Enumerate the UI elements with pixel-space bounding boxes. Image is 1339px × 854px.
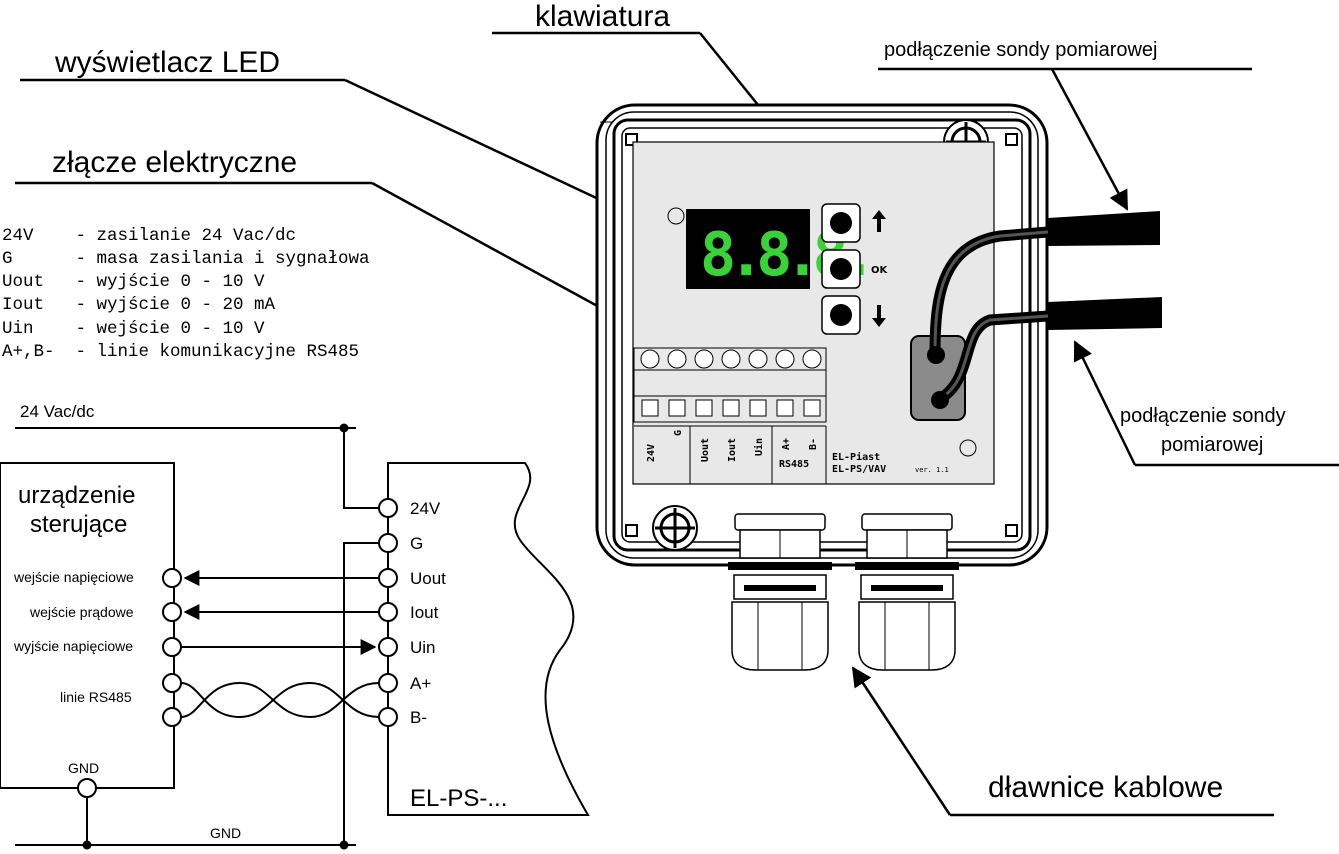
probe-right-label-2: pomiarowej	[1161, 434, 1263, 456]
terminal-block: 24V G Uout Iout Uin A+ B- RS485 EL-Piast…	[633, 347, 949, 484]
rs485-label: RS485	[779, 459, 809, 470]
controller-pin-label: wejście prądowe	[29, 604, 134, 620]
controller-pin-label: wejście napięciowe	[13, 569, 134, 585]
controller-title-1: urządzenie	[18, 482, 135, 509]
connector-label: złącze elektryczne	[52, 146, 297, 179]
legend: 24V - zasilanie 24 Vac/dc G - masa zasil…	[2, 226, 370, 362]
callout-display: wyświetlacz LED	[20, 46, 692, 244]
klawiatura-label: klawiatura	[535, 0, 670, 33]
key-down-button[interactable]	[821, 295, 886, 335]
model-label: EL-PS/VAV	[832, 464, 886, 475]
bottom-gnd-label: GND	[210, 825, 241, 841]
probe-right-label-1: podłączenie sondy	[1120, 405, 1286, 427]
device-pin-label: Uin	[410, 638, 436, 657]
device-name-label: EL-PS-...	[410, 785, 507, 812]
key-up-button[interactable]	[821, 203, 886, 243]
arrow-up-icon	[872, 210, 886, 232]
terminal-label: A+	[781, 438, 792, 450]
controller-pin-label: wyjście napięciowe	[13, 638, 133, 654]
device-pin-label: 24V	[410, 499, 441, 518]
legend-line: Iout - wyjście 0 - 20 mA	[2, 295, 276, 315]
display-label: wyświetlacz LED	[54, 46, 280, 79]
legend-line: A+,B- - linie komunikacyjne RS485	[2, 342, 359, 362]
key-ok-label: OK	[871, 265, 889, 276]
controller-box	[0, 462, 175, 789]
brand-label: EL-Piast	[832, 451, 880, 463]
key-ok-button[interactable]: OK	[821, 249, 889, 289]
terminal-label: 24V	[646, 444, 657, 462]
device-pin-label: Uout	[410, 569, 446, 588]
terminal-label: G	[673, 430, 684, 436]
device-pin-label: Iout	[410, 603, 439, 622]
callout-glands: dławnice kablowe	[851, 666, 1274, 817]
terminal-label: Uin	[753, 438, 765, 456]
callout-probe-right: podłączenie sondy pomiarowej	[1073, 340, 1339, 467]
device-enclosure: 8.8.8. OK	[595, 103, 1162, 671]
legend-line: 24V - zasilanie 24 Vac/dc	[2, 226, 296, 246]
device-pin-label: G	[410, 534, 423, 553]
terminal-label: Uout	[700, 438, 711, 462]
terminal-label: B-	[808, 438, 819, 450]
callout-probe-top: podłączenie sondy pomiarowej	[878, 39, 1252, 211]
controller-gnd-label: GND	[68, 760, 99, 776]
device-pin-label: B-	[410, 708, 427, 727]
controller-title-2: sterujące	[30, 511, 127, 538]
version-label: ver. 1.1	[915, 466, 949, 474]
probe-top-label: podłączenie sondy pomiarowej	[884, 39, 1158, 61]
cable-gland	[855, 513, 959, 671]
screw-icon	[652, 505, 698, 551]
terminal-label: Iout	[727, 438, 738, 462]
glands-label: dławnice kablowe	[988, 771, 1223, 804]
cable-gland	[728, 513, 832, 671]
supply-label: 24 Vac/dc	[20, 402, 95, 421]
legend-line: G - masa zasilania i sygnałowa	[2, 249, 370, 269]
device-pin-label: A+	[410, 674, 431, 693]
legend-line: Uin - wejście 0 - 10 V	[2, 319, 265, 339]
controller-pin-label: linie RS485	[60, 689, 132, 705]
legend-line: Uout - wyjście 0 - 10 V	[2, 272, 265, 292]
wiring: 24 Vac/dc urządzenie sterujące wejście n…	[0, 402, 590, 850]
arrow-down-icon	[872, 305, 886, 327]
